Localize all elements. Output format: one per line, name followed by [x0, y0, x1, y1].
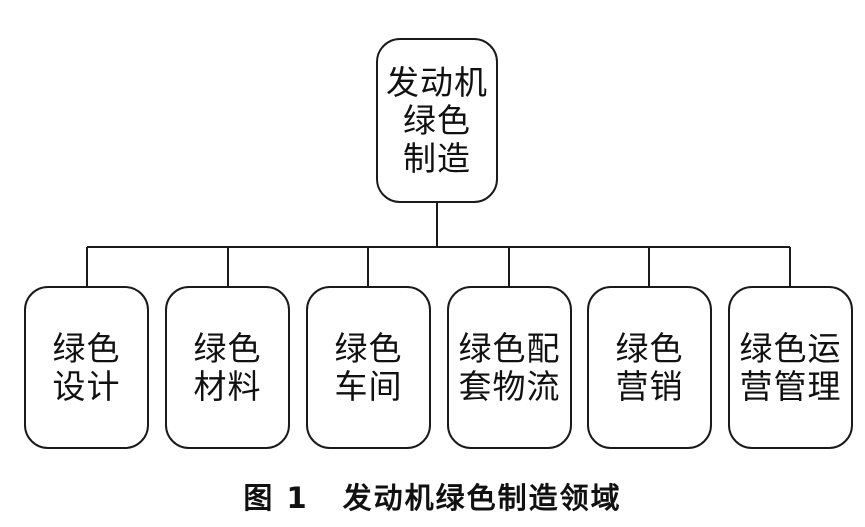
child-node-line: 营管理 — [739, 366, 842, 406]
figure-title: 发动机绿色制造领域 — [342, 481, 622, 515]
child-node-green-operations: 绿色运 营管理 — [728, 286, 853, 449]
child-node-line: 绿色配 — [458, 328, 561, 368]
child-node-line: 车间 — [334, 366, 403, 406]
child-node-line: 绿色 — [52, 328, 121, 368]
figure-caption: 图 1 发动机绿色制造领域 — [0, 474, 865, 518]
child-node-green-design: 绿色 设计 — [24, 286, 149, 449]
child-node-green-marketing: 绿色 营销 — [587, 286, 712, 449]
child-node-line: 套物流 — [458, 366, 561, 406]
child-node-green-materials: 绿色 材料 — [165, 286, 290, 449]
child-node-line: 营销 — [615, 366, 684, 406]
child-node-green-logistics: 绿色配 套物流 — [447, 286, 572, 449]
child-node-line: 材料 — [193, 366, 262, 406]
child-node-line: 绿色 — [334, 328, 403, 368]
child-node-green-workshop: 绿色 车间 — [306, 286, 431, 449]
child-node-line: 绿色 — [193, 328, 262, 368]
connector-lines — [86, 203, 791, 286]
child-node-line: 绿色 — [615, 328, 684, 368]
root-node-line: 绿色 — [403, 100, 471, 140]
child-node-line: 绿色运 — [739, 328, 842, 368]
figure-number: 图 1 — [243, 481, 309, 515]
tree-diagram: 发动机 绿色 制造 绿色 设计 绿色 材料 绿色 车间 绿色配 套物流 绿色 营… — [24, 38, 853, 449]
child-node-line: 设计 — [52, 366, 121, 406]
root-node-line: 发动机 — [386, 62, 488, 102]
root-node-line: 制造 — [403, 138, 471, 178]
root-node: 发动机 绿色 制造 — [376, 38, 498, 203]
